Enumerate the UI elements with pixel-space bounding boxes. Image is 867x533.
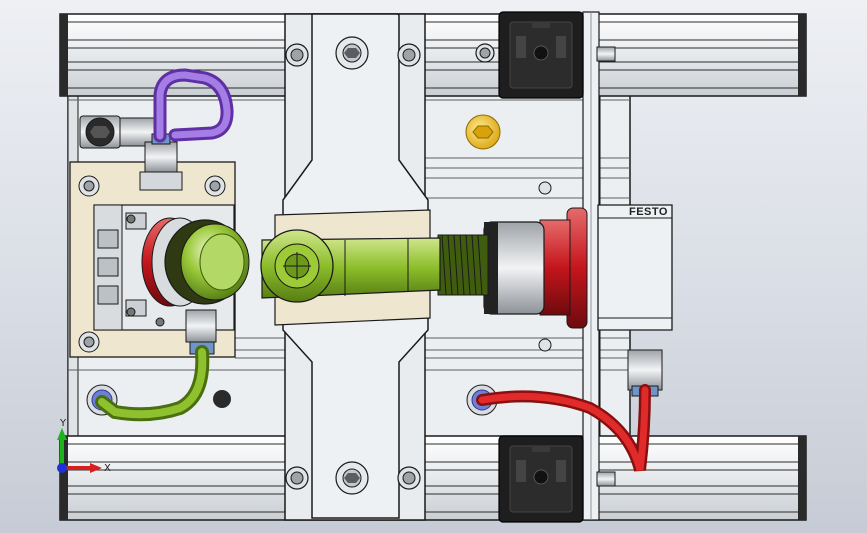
side-pin-icon [596,46,616,62]
red-air-tube[interactable] [476,384,651,472]
solenoid-connector-top[interactable] [498,11,584,99]
cylinder-end-cap[interactable] [483,207,588,329]
bottom-aluminum-rail[interactable] [59,435,807,521]
center-screw-icon [335,36,369,70]
plug-dot-icon [213,390,231,408]
green-air-tube[interactable] [95,345,210,422]
hex-bolt-icon [285,43,309,67]
hex-bolt-icon [204,175,226,197]
solenoid-connector-bottom[interactable] [498,435,584,523]
center-screw-icon [335,461,369,495]
hex-bolt-icon [397,466,421,490]
hex-bolt-icon [397,43,421,67]
hex-bolt-icon [78,175,100,197]
small-bolt-icon [538,338,552,352]
purple-air-tube[interactable] [153,68,234,143]
push-in-fitting-top[interactable] [139,133,183,191]
y-axis-label: Y [59,418,67,429]
z-axis-dot [57,463,67,473]
side-pin-icon [596,471,616,487]
pneumatic-cylinder-body[interactable]: FESTO [597,204,673,331]
hex-bolt-icon [285,466,309,490]
top-aluminum-rail[interactable] [59,13,807,97]
hex-bolt-icon [475,43,495,63]
bottom-rail-bolts [285,461,421,495]
coordinate-triad: Y X [57,418,111,474]
valve-bolts [78,175,226,353]
hex-bolt-icon [78,331,100,353]
x-axis-label: X [104,463,111,474]
ball-joint[interactable] [164,219,250,305]
festo-brand-label: FESTO [629,206,668,218]
rod-eye[interactable] [260,229,441,303]
gold-bolt-icon [465,114,501,150]
small-bolt-icon [538,181,552,195]
threaded-rod[interactable] [437,234,489,296]
elbow-fitting-top[interactable] [79,115,161,149]
top-rail-bolts [285,36,495,70]
